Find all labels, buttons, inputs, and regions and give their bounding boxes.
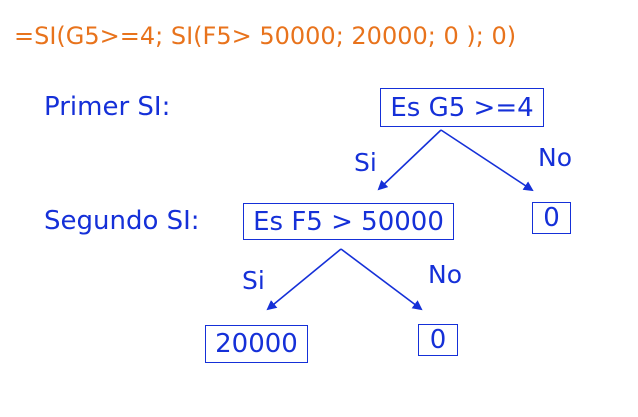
second-false-result-text: 0 bbox=[429, 325, 447, 355]
second-no-arrow bbox=[340, 248, 423, 311]
second-false-result-box: 0 bbox=[418, 324, 458, 356]
first-no-arrow bbox=[440, 129, 534, 192]
first-yes-branch-label: Si bbox=[354, 148, 377, 177]
second-true-result-text: 20000 bbox=[215, 329, 298, 359]
second-if-label: Segundo SI: bbox=[44, 206, 200, 236]
second-condition-box: Es F5 > 50000 bbox=[243, 203, 454, 240]
second-no-branch-label: No bbox=[428, 260, 462, 289]
excel-formula: =SI(G5>=4; SI(F5> 50000; 20000; 0 ); 0) bbox=[14, 22, 517, 50]
first-false-result-box: 0 bbox=[532, 202, 571, 234]
first-no-branch-label: No bbox=[538, 143, 572, 172]
first-false-result-text: 0 bbox=[543, 203, 560, 233]
first-if-label: Primer SI: bbox=[44, 92, 171, 122]
first-condition-box: Es G5 >=4 bbox=[380, 88, 544, 127]
second-true-result-box: 20000 bbox=[205, 325, 308, 363]
second-condition-text: Es F5 > 50000 bbox=[253, 206, 444, 237]
second-yes-branch-label: Si bbox=[242, 266, 265, 295]
second-yes-arrow bbox=[266, 248, 342, 311]
first-condition-text: Es G5 >=4 bbox=[390, 92, 534, 123]
first-yes-arrow bbox=[377, 129, 442, 191]
